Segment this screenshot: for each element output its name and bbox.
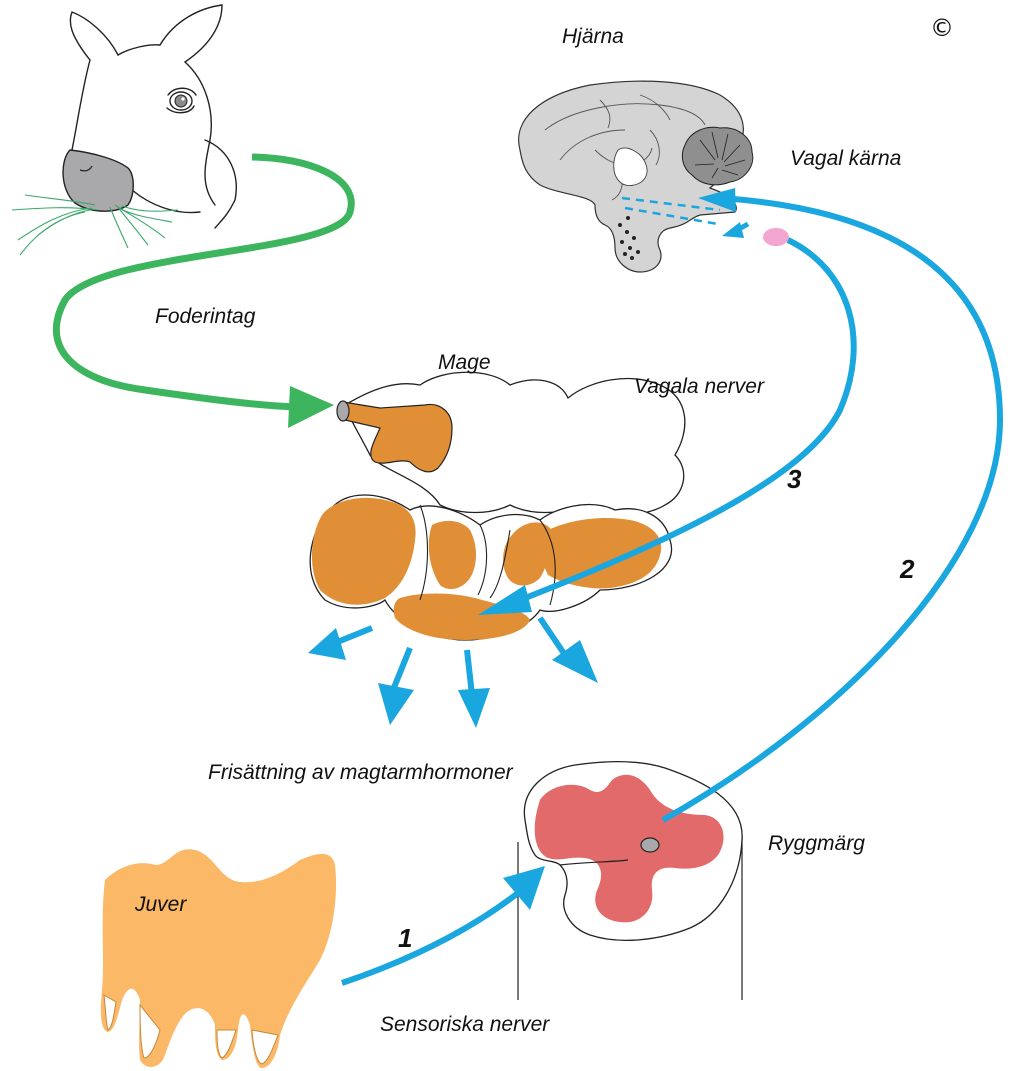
spinal-cord-section-illustration — [518, 762, 742, 1000]
sensory-nerves-label: Sensoriska nerver — [380, 1014, 549, 1035]
copyright-symbol: © — [930, 16, 954, 40]
vagal-nucleus-label: Vagal kärna — [790, 148, 901, 169]
brain-section-illustration — [519, 81, 753, 272]
ruminant-stomach-illustration — [310, 372, 685, 640]
udder-illustration — [101, 849, 336, 1068]
step-2-number: 2 — [900, 556, 914, 582]
step-3-number: 3 — [787, 466, 801, 492]
ascending-nerve-arrow — [663, 198, 1000, 820]
cow-muzzle-icon — [63, 150, 133, 211]
udder-label: Juver — [135, 894, 186, 915]
step-1-number: 1 — [398, 925, 412, 951]
vagal-nucleus-dot — [763, 228, 789, 246]
sensory-arrowhead-icon — [503, 866, 545, 910]
feed-intake-label: Foderintag — [155, 306, 255, 327]
cow-eye-icon — [175, 95, 187, 107]
cow-eye-highlight-icon — [181, 97, 184, 100]
vagal-nerves-label: Vagala nerver — [634, 376, 764, 397]
spinal-cord-label: Ryggmärg — [768, 833, 865, 854]
brain-label: Hjärna — [562, 26, 624, 47]
feed-arrowhead-icon — [288, 386, 334, 428]
hormone-release-label: Frisättning av magtarmhormoner — [208, 762, 513, 783]
sensory-nerve-arrow — [342, 893, 518, 983]
stomach-label: Mage — [438, 352, 491, 373]
